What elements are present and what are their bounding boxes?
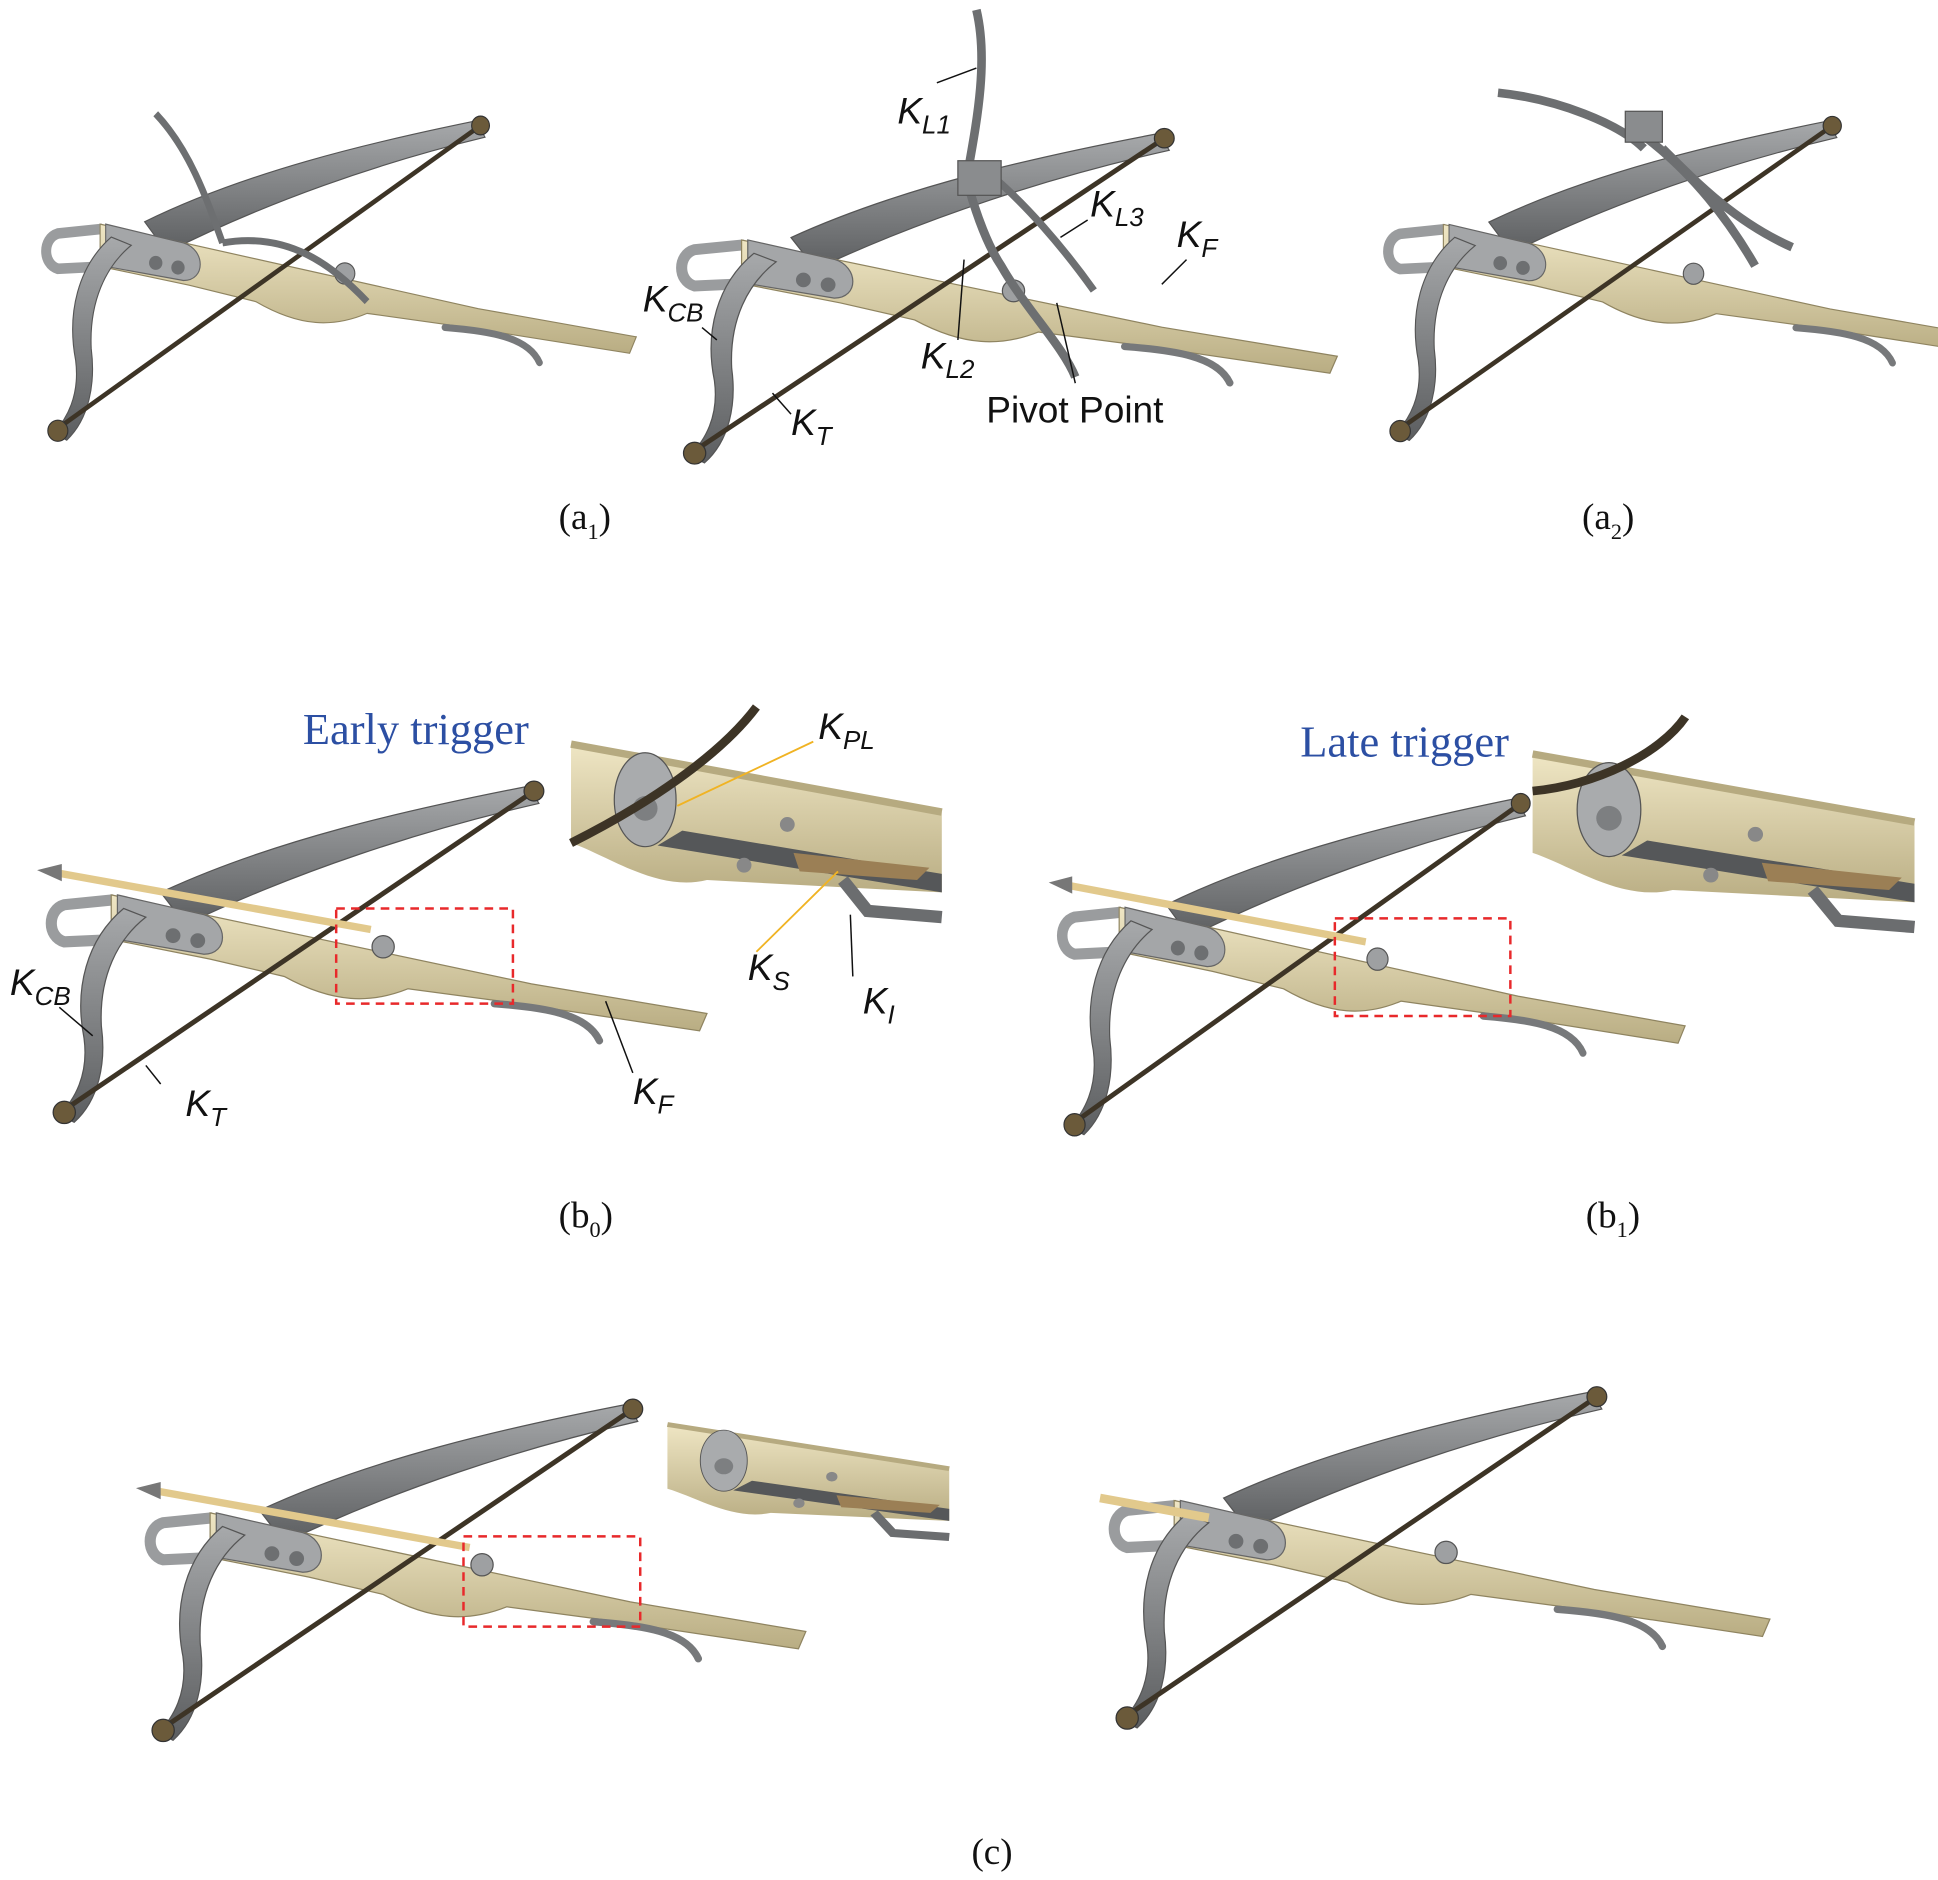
caption-c: (c) [971,1832,1012,1873]
label-kl1: KL1 [897,90,951,140]
panel-a-annotations [701,67,1188,415]
label-ks: KS [748,946,791,996]
label-kf-a: KF [1177,213,1220,263]
panel-b0-leaders [58,1000,634,1085]
caption-a1: (a1) [559,497,611,544]
released-arrow [1099,1493,1210,1523]
panel-c-right-crossbow-released [1114,1387,1770,1729]
label-kt-a: KT [791,401,834,451]
label-kcb-a: KCB [643,278,704,328]
leader-kpl [676,740,814,807]
label-kpl: KPL [818,705,874,755]
inset-c-trigger-detail [667,1400,949,1549]
caption-a2: (a2) [1582,497,1634,544]
label-kl2: KL2 [921,334,975,384]
lever-lowered [153,111,370,305]
caption-b0: (b0) [559,1195,613,1242]
inset-b0-trigger-detail [571,707,942,936]
lever-raised [1497,88,1794,268]
panel-a1-left-crossbow [46,114,636,442]
label-kcb-b: KCB [10,961,71,1011]
early-trigger-label: Early trigger [303,704,529,754]
inset-b1-trigger-detail [1533,717,1915,946]
caption-b1: (b1) [1586,1195,1640,1242]
highlight-box-b0 [334,907,515,1005]
label-ki: KI [863,980,895,1030]
label-kl3: KL3 [1090,182,1144,232]
highlight-box-b1 [1333,917,1512,1018]
label-kt-b: KT [185,1082,228,1132]
goats-foot-lever [957,8,1097,379]
label-kf-b: KF [633,1070,676,1120]
panel-a2-crossbow [1388,116,1938,441]
late-trigger-label: Late trigger [1300,716,1509,766]
leader-ki [849,914,854,977]
leader-ks [755,870,839,953]
label-pivot-point: Pivot Point [986,389,1164,431]
